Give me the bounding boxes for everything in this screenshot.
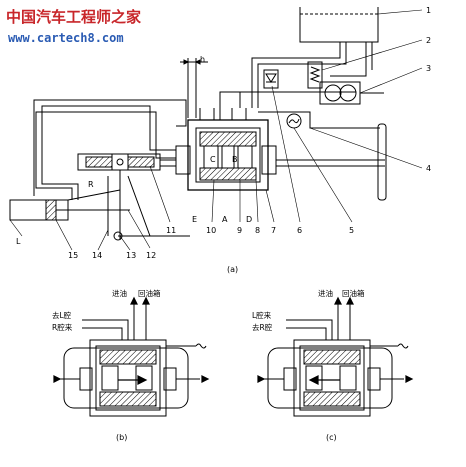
part-14: 14	[92, 251, 102, 260]
part-2: 2	[426, 36, 431, 45]
b-oil-return: 回油箱	[138, 288, 161, 298]
label-C: C	[210, 155, 216, 164]
part-13: 13	[126, 251, 136, 260]
diagram-c-labels: 进油 回油箱 L腔来 去R腔 (c)	[252, 288, 365, 442]
label-R: R	[88, 180, 94, 189]
caption-a: (a)	[227, 265, 238, 274]
b-to-L: 去L腔	[52, 310, 72, 320]
steering-linkage	[77, 153, 190, 241]
diagram-b-arrows	[53, 296, 210, 385]
label-E: E	[192, 215, 197, 224]
throttle-valve	[286, 113, 302, 129]
leader-lines-a	[9, 9, 423, 251]
b-oil-in: 进油	[112, 288, 127, 298]
label-D: D	[246, 215, 252, 224]
b-from-R: R腔来	[52, 322, 73, 332]
part-8: 8	[255, 226, 260, 235]
diagram-b-labels: 进油 回油箱 去L腔 R腔来 (b)	[52, 288, 161, 442]
letter-labels: h R L C B E A D (a)	[16, 55, 252, 274]
part-9: 9	[237, 226, 242, 235]
label-A: A	[222, 215, 228, 224]
oil-reservoir	[299, 7, 379, 43]
diagram-c-arrows	[257, 296, 414, 385]
part-3: 3	[426, 64, 431, 73]
caption-b: (b)	[116, 433, 127, 442]
control-valve-body	[175, 108, 277, 191]
oil-pump	[319, 81, 384, 105]
c-from-L: L腔来	[252, 310, 272, 320]
part-7: 7	[271, 226, 276, 235]
dimension-h	[180, 58, 208, 118]
part-15: 15	[68, 251, 78, 260]
label-L: L	[16, 237, 21, 246]
part-10: 10	[206, 226, 216, 235]
supply-return-lines	[219, 42, 380, 129]
watermark-brand: 中国汽车工程师之家	[6, 8, 142, 26]
part-6: 6	[297, 226, 302, 235]
diagram-c	[262, 298, 409, 417]
watermark-url: www.cartech8.com	[8, 31, 124, 45]
part-4: 4	[426, 164, 431, 173]
part-number-labels: 1 2 3 4 5 6 7 8 9 10 11 12 13 14 15	[68, 6, 431, 260]
label-B-valve: B	[232, 155, 238, 164]
power-cylinder	[9, 189, 130, 221]
relief-valve	[307, 61, 323, 89]
steering-shaft	[160, 123, 387, 201]
c-to-R: 去R腔	[252, 322, 273, 332]
part-5: 5	[349, 226, 354, 235]
diagram-b	[58, 298, 207, 417]
dimension-h-label: h	[200, 55, 205, 64]
part-12: 12	[146, 251, 156, 260]
part-1: 1	[426, 6, 431, 15]
caption-c: (c)	[326, 433, 337, 442]
c-oil-in: 进油	[318, 288, 333, 298]
cylinder-feed-lines	[33, 99, 187, 200]
part-11: 11	[166, 226, 176, 235]
c-oil-return: 回油箱	[342, 288, 365, 298]
check-valve	[263, 69, 279, 89]
diagram-a	[9, 7, 387, 241]
